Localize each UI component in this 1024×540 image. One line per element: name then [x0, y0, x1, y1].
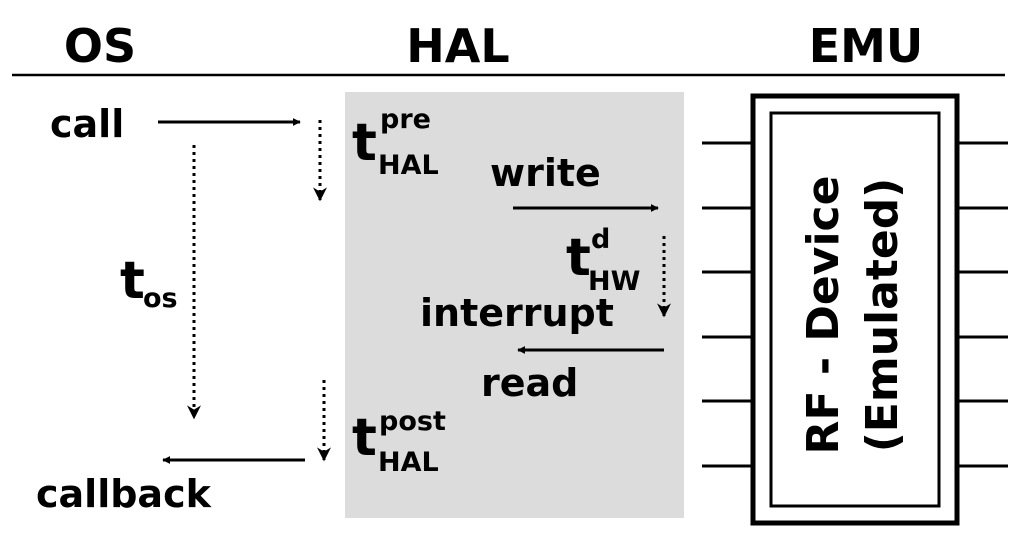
callback-label: callback [36, 472, 212, 516]
hal-region [345, 92, 684, 518]
t-os-main: t [120, 251, 145, 311]
t-hal-pre-main: t [352, 113, 377, 173]
read-label: read [481, 361, 578, 405]
header-emu: EMU [809, 19, 924, 73]
t-hal-pre-superscript: pre [380, 104, 431, 135]
t-hal-pre-subscript: HAL [378, 150, 439, 181]
t-hal-post-label: t post HAL [352, 406, 446, 478]
rf-device-chip: RF - Device (Emulated) [702, 93, 1008, 526]
t-hw-subscript: HW [588, 266, 640, 297]
header-os: OS [64, 19, 136, 73]
chip-pins-right [958, 141, 1008, 468]
t-hw-label: t d HW [566, 224, 640, 297]
call-label: call [50, 102, 124, 146]
chip-inner-border [769, 111, 941, 508]
t-hal-post-main: t [352, 408, 377, 468]
t-hal-post-subscript: HAL [378, 447, 439, 478]
device-emulated-note: (Emulated) [857, 178, 908, 453]
write-label: write [490, 151, 601, 195]
t-hal-pre-label: t pre HAL [352, 104, 439, 181]
t-hal-post-superscript: post [379, 406, 446, 437]
t-os-subscript: os [143, 283, 178, 314]
t-os-label: t os [120, 251, 178, 314]
header-hal: HAL [406, 19, 509, 73]
t-hw-superscript: d [591, 224, 610, 255]
interrupt-label: interrupt [420, 291, 614, 335]
chip-pins-left [702, 141, 752, 468]
device-name: RF - Device [798, 176, 849, 455]
t-hw-main: t [566, 228, 591, 288]
chip-outer-border [750, 93, 960, 526]
